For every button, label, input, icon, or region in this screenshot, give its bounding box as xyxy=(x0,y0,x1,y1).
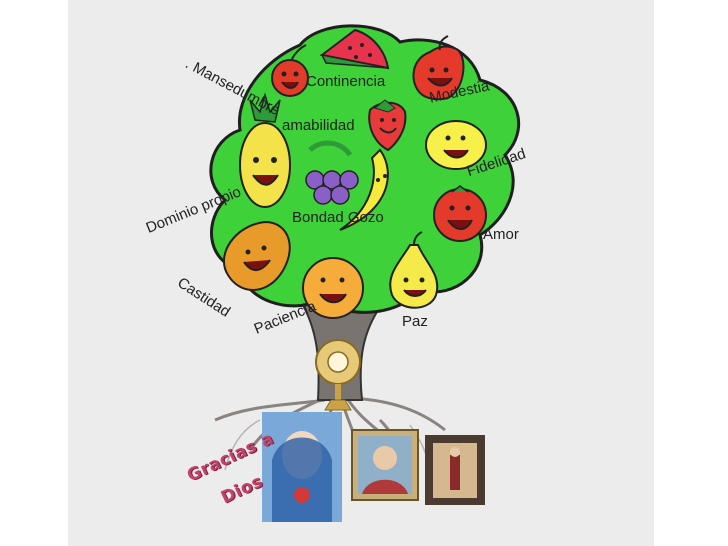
sacred-heart-jesus-image xyxy=(351,429,419,501)
pineapple-icon xyxy=(239,92,291,208)
saint-chapel-image xyxy=(425,435,485,505)
lemon-icon xyxy=(425,120,487,170)
orange-icon xyxy=(302,257,364,319)
fruit-label-paz: Paz xyxy=(402,313,428,330)
banana-icon xyxy=(339,148,389,231)
fruit-label-bondad-gozo: Bondad Gozo xyxy=(292,209,384,226)
fruit-label-amabilidad: amabilidad xyxy=(282,117,355,134)
pear-icon xyxy=(389,231,439,309)
fruit-label-continencia: Continencia xyxy=(306,73,386,90)
apple-icon xyxy=(412,35,465,101)
cherry-icon xyxy=(271,44,309,97)
tomato-icon xyxy=(433,185,487,242)
virgin-mary-image xyxy=(262,412,342,522)
watermelon-icon xyxy=(319,28,390,70)
mango-icon xyxy=(222,220,291,291)
grapes-icon xyxy=(305,140,359,205)
monstrance-icon xyxy=(315,339,361,411)
strawberry-icon xyxy=(368,99,407,152)
fruit-label-amor: Amor xyxy=(483,226,519,243)
